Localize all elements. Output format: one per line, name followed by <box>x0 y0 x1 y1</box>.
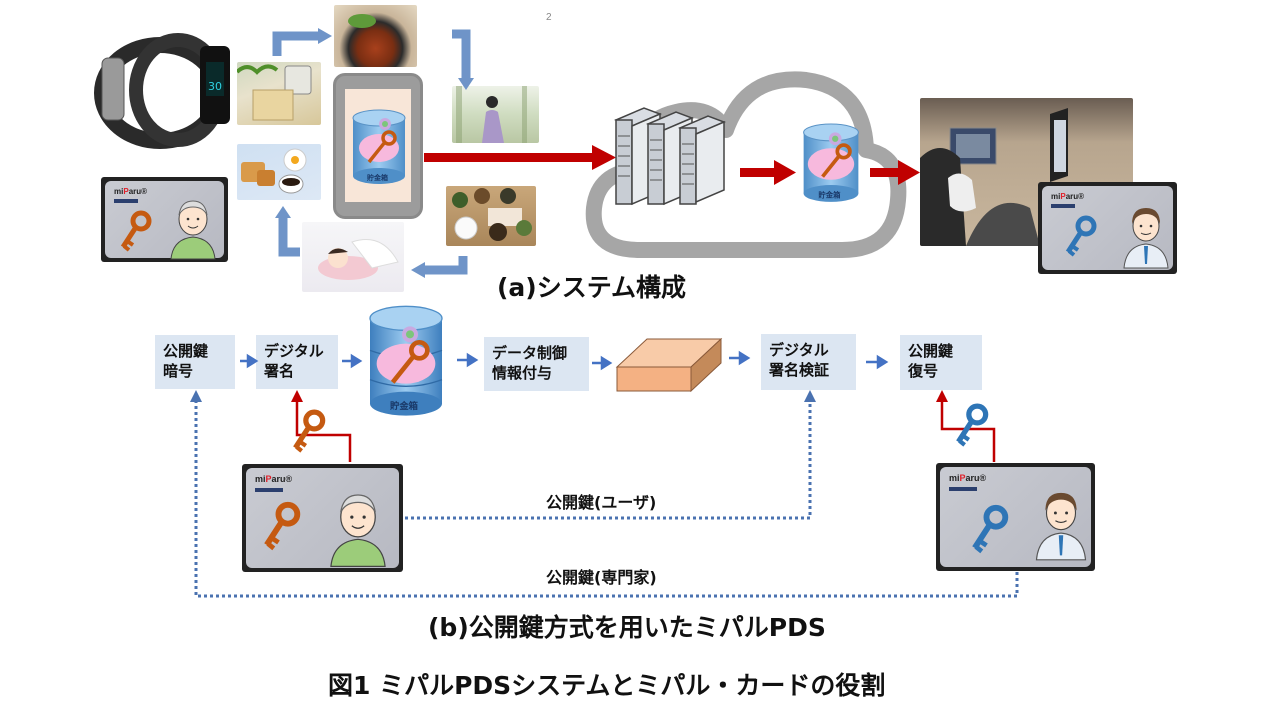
svg-text:貯金箱: 貯金箱 <box>818 191 841 200</box>
blue-key-icon <box>1065 215 1097 257</box>
expert-public-key-line <box>194 400 1019 598</box>
public-key-user-label: 公開鍵(ユーザ) <box>546 493 657 512</box>
server-to-db-arrow-red <box>740 160 796 185</box>
svg-text:30: 30 <box>208 80 222 93</box>
svg-text:貯金箱: 貯金箱 <box>390 400 419 412</box>
user-mipar-card-flow: miParu® <box>242 464 403 572</box>
expert-private-key-blue-icon <box>956 403 989 447</box>
cycle-arrow-1 <box>272 31 318 56</box>
meal-pasta-photo <box>334 5 417 67</box>
piggy-bank-database-icon: 貯金箱 <box>352 109 406 184</box>
flow-box-digital-signature: デジタル 署名 <box>256 335 338 389</box>
japanese-meal-photo <box>446 186 536 246</box>
caption-b: (b)公開鍵方式を用いたミパルPDS <box>428 613 826 642</box>
page-number: 2 <box>546 12 552 23</box>
orange-key-icon <box>120 210 152 252</box>
flow-box-public-key-encryption: 公開鍵 暗号 <box>155 335 235 389</box>
cycle-arrow-4 <box>278 218 300 257</box>
smartwatch-image: 30 <box>94 28 233 158</box>
flow-piggy-bank-database-icon: 貯金箱 <box>369 305 443 416</box>
figure-caption: 図1 ミパルPDSシステムとミパル・カードの役割 <box>328 671 886 700</box>
user-private-key-orange-icon <box>293 409 326 453</box>
cycle-arrow-3 <box>425 256 468 275</box>
expert-mipar-card: miParu® <box>1038 182 1177 274</box>
elderly-user-avatar-icon <box>330 494 386 567</box>
elderly-user-avatar-icon <box>170 200 216 260</box>
health-measurement-photo <box>237 62 321 125</box>
blue-key-icon <box>972 504 1009 554</box>
download-arrow-red <box>870 160 920 185</box>
smartphone-pds: 貯金箱 <box>333 73 423 219</box>
upload-arrow-red <box>424 145 616 170</box>
flow-box-data-control-info: データ制御 情報付与 <box>484 337 589 391</box>
flow-box-public-key-decryption: 公開鍵 復号 <box>900 335 982 390</box>
flow-box-signature-verification: デジタル 署名検証 <box>761 334 856 390</box>
public-key-expert-label: 公開鍵(専門家) <box>546 568 657 587</box>
caption-a: (a)システム構成 <box>497 273 686 302</box>
lifelog-cycle-arrows <box>272 28 474 278</box>
sleeping-child-photo <box>302 222 404 292</box>
svg-text:貯金箱: 貯金箱 <box>367 173 388 182</box>
server-rack-icon <box>613 107 727 206</box>
user-public-key-line <box>405 400 812 520</box>
doctor-avatar-icon <box>1035 492 1087 561</box>
user-private-key-path <box>295 400 352 462</box>
walking-woman-photo <box>452 86 539 143</box>
breakfast-photo <box>237 144 321 200</box>
data-package-box-icon <box>615 337 723 393</box>
expert-mipar-card-flow: miParu® <box>936 463 1095 571</box>
user-mipar-card: miParu® <box>101 177 228 262</box>
doctor-avatar-icon <box>1123 208 1169 269</box>
cycle-arrow-2 <box>452 29 471 78</box>
orange-key-icon <box>264 501 301 551</box>
cloud-piggy-bank-database-icon: 貯金箱 <box>803 123 859 202</box>
